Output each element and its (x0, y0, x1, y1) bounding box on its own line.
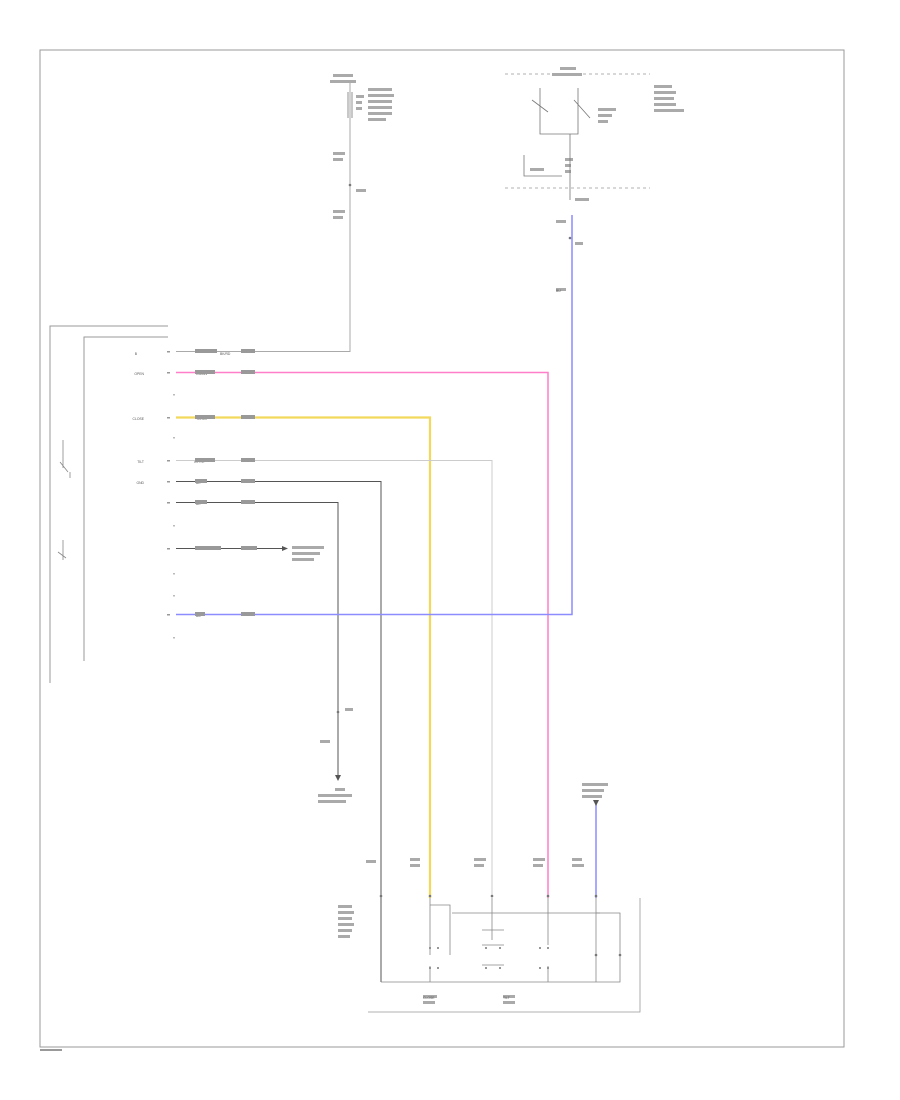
connector-signal-open: OPEN (134, 372, 144, 376)
switch-assembly: CLOSE TILT (338, 858, 641, 1013)
wire-color-tags (195, 349, 257, 616)
ground-symbol (318, 708, 353, 803)
top-fuse (330, 74, 394, 219)
connector-color-b: BK/RD (220, 352, 231, 356)
connector-spare-pins (173, 394, 175, 639)
connector-signal-b: B (135, 352, 138, 356)
bu-label: BU (556, 289, 561, 293)
ext-connector-arrow (282, 546, 288, 551)
diagram-border (39, 49, 845, 1048)
connector-signal-close: CLOSE (133, 417, 145, 421)
wire-gnd (176, 502, 339, 775)
connector-signal-gnd: GND (136, 481, 144, 485)
ground-splice (582, 783, 608, 806)
ext-connector-blur (292, 546, 324, 561)
wire-b-power (176, 80, 351, 352)
wire-close (176, 416, 432, 898)
footer-ref-mark (40, 1049, 62, 1051)
switch-label-close: CLOSE (423, 996, 435, 1000)
connector-signal-tilt: TILT (137, 460, 144, 464)
wire-tilt (176, 460, 493, 898)
module-internal-switch (57, 440, 71, 560)
wire-bu (176, 215, 573, 616)
wire-open (176, 371, 549, 898)
connector-rows: B BK/RD OPEN OG/BN CLOSE YE/GN TILT GY/Y… (133, 351, 231, 639)
connector-pin-markers (167, 351, 170, 616)
top-right-relay: BU (505, 67, 684, 293)
module-bracket (49, 325, 168, 683)
switch-label-tilt: TILT (503, 996, 510, 1000)
